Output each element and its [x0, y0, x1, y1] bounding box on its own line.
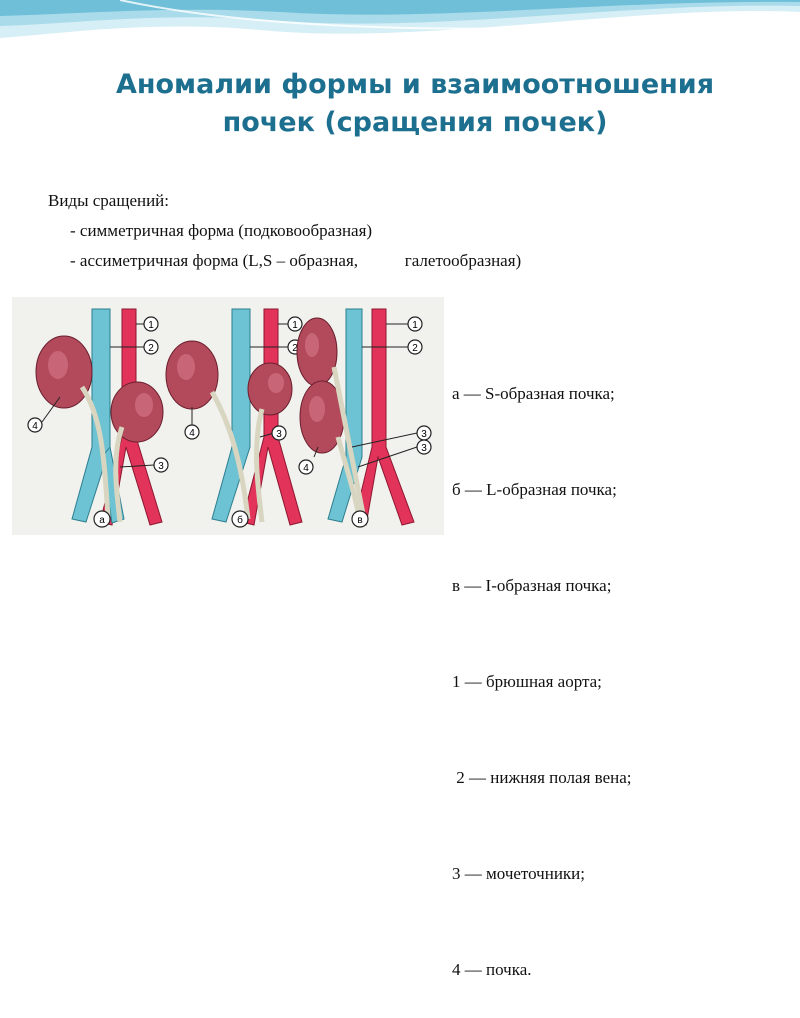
panel-b-drawing: 1 2 4 3 б [165, 308, 303, 528]
fusion-type-symmetric: - симметричная форма (подковообразная) [70, 221, 373, 240]
svg-text:4: 4 [189, 428, 195, 439]
legend-item-a: а — S-образная почка; [452, 384, 615, 403]
header-wave-decoration [0, 0, 800, 38]
svg-text:1: 1 [412, 320, 418, 331]
slide-title-line-2: почек (сращения почек) [222, 107, 608, 138]
fusion-types-heading: Виды сращений: [48, 191, 170, 210]
svg-text:4: 4 [32, 421, 38, 432]
svg-text:2: 2 [148, 343, 154, 354]
svg-text:3: 3 [276, 429, 282, 440]
svg-text:2: 2 [292, 343, 298, 354]
svg-text:3: 3 [421, 429, 427, 440]
svg-text:1: 1 [148, 320, 154, 331]
svg-text:3: 3 [158, 461, 164, 472]
legend-item-2: 2 — нижняя полая вена; [452, 768, 632, 787]
svg-text:3: 3 [421, 443, 427, 454]
fusion-types-text: Виды сращений: - симметричная форма (под… [48, 186, 521, 276]
slide-title-line-1: Аномалии формы и взаимоотношения [115, 69, 715, 100]
figure-legend: а — S-образная почка; б — L-образная поч… [452, 314, 632, 1018]
svg-text:а: а [99, 515, 105, 526]
svg-text:4: 4 [303, 463, 309, 474]
legend-item-4: 4 — почка. [452, 960, 532, 979]
svg-text:1: 1 [292, 320, 298, 331]
svg-text:б: б [237, 514, 243, 526]
panel-a-drawing: 1 2 4 3 а [27, 308, 169, 528]
legend-item-1: 1 — брюшная аорта; [452, 672, 602, 691]
fusion-type-asymmetric: - ассиметричная форма (L,S – образная, г… [70, 251, 522, 270]
panel-c-drawing: 1 2 4 3 3 в [296, 308, 432, 528]
slide-title: Аномалии формы и взаимоотношения почек (… [40, 66, 790, 142]
svg-text:в: в [357, 515, 362, 526]
legend-item-v: в — I-образная почка; [452, 576, 612, 595]
legend-item-b: б — L-образная почка; [452, 480, 617, 499]
kidney-fusion-illustration: 1 2 4 3 а 1 2 4 3 б [12, 297, 444, 535]
legend-item-3: 3 — мочеточники; [452, 864, 586, 883]
svg-text:2: 2 [412, 343, 418, 354]
